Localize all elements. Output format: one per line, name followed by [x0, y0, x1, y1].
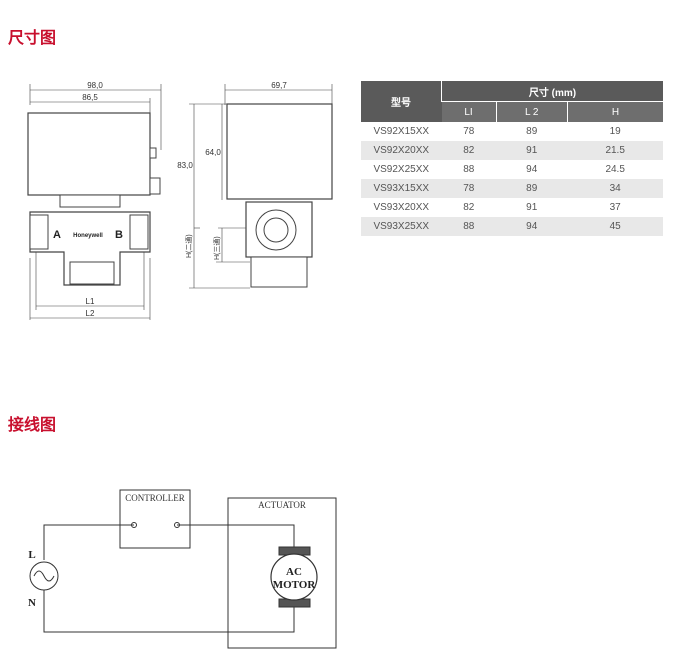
wiring-diagram: CONTROLLER ACTUATOR AC MOTOR L N [28, 489, 337, 649]
cell-h: 24.5 [567, 160, 663, 179]
table-row: VS93X25XX 88 94 45 [361, 217, 663, 236]
controller-label: CONTROLLER [125, 493, 185, 503]
motor-label-ac: AC [286, 566, 302, 578]
column-header: L 2 [495, 101, 568, 122]
cell-l1: 82 [441, 198, 497, 217]
dim-total-width: 98,0 [87, 81, 103, 90]
dim-height-total: 83,0 [177, 161, 193, 170]
column-header: LI [441, 101, 497, 122]
cell-l2: 94 [496, 160, 568, 179]
cell-h: 45 [567, 217, 663, 236]
cell-model: VS93X15XX [361, 179, 442, 198]
h-label-outer: H(二通) [184, 234, 193, 258]
controller-box [119, 489, 191, 549]
table-row: VS92X25XX 88 94 24.5 [361, 160, 663, 179]
l1-label: L1 [86, 297, 95, 306]
neutral-label: N [28, 597, 36, 609]
cell-h: 34 [567, 179, 663, 198]
cell-model: VS93X25XX [361, 217, 442, 236]
cell-l2: 89 [496, 122, 568, 141]
cell-l1: 78 [441, 122, 497, 141]
table-row: VS93X20XX 82 91 37 [361, 198, 663, 217]
brand-logo: Honeywell [73, 233, 103, 239]
cell-l1: 88 [441, 160, 497, 179]
dim-height-actuator: 64,0 [205, 148, 221, 157]
table-row: VS92X20XX 82 91 21.5 [361, 141, 663, 160]
cell-l2: 91 [496, 141, 568, 160]
cell-model: VS92X25XX [361, 160, 442, 179]
model-header: 型号 [361, 81, 442, 122]
cell-l2: 94 [496, 217, 568, 236]
table-row: VS93X15XX 78 89 34 [361, 179, 663, 198]
cell-l1: 88 [441, 217, 497, 236]
front-view [27, 84, 162, 320]
cell-model: VS92X15XX [361, 122, 442, 141]
cell-l1: 82 [441, 141, 497, 160]
dim-side-width: 69,7 [271, 81, 287, 90]
l2-label: L2 [86, 309, 95, 318]
cell-model: VS92X20XX [361, 141, 442, 160]
dimension-drawing: 98,0 86,5 A B Honeywell L1 L2 69,7 83,0 … [27, 81, 333, 320]
port-b-label: B [115, 229, 123, 241]
actuator-label: ACTUATOR [258, 500, 306, 510]
cell-l1: 78 [441, 179, 497, 198]
ac-motor-icon [270, 553, 318, 601]
motor-label-motor: MOTOR [273, 579, 317, 591]
cell-l2: 89 [496, 179, 568, 198]
dim-body-width: 86,5 [82, 93, 98, 102]
live-label: L [28, 549, 35, 561]
actuator-box [227, 497, 337, 649]
column-header: H [566, 101, 663, 122]
port-a-label: A [53, 229, 61, 241]
h-label-inner: H(三通) [212, 236, 221, 260]
cell-h: 19 [567, 122, 663, 141]
cell-h: 37 [567, 198, 663, 217]
cell-model: VS93X20XX [361, 198, 442, 217]
cell-l2: 91 [496, 198, 568, 217]
table-row: VS92X15XX 78 89 19 [361, 122, 663, 141]
dimensions-title: 尺寸图 [8, 28, 57, 47]
cell-h: 21.5 [567, 141, 663, 160]
side-view [189, 84, 333, 289]
dimension-table: 型号 尺寸 (mm) LI L 2 H VS92X15XX 78 89 19 V… [361, 81, 663, 236]
dimension-group-header: 尺寸 (mm) [441, 81, 663, 102]
wiring-title: 接线图 [8, 415, 57, 434]
